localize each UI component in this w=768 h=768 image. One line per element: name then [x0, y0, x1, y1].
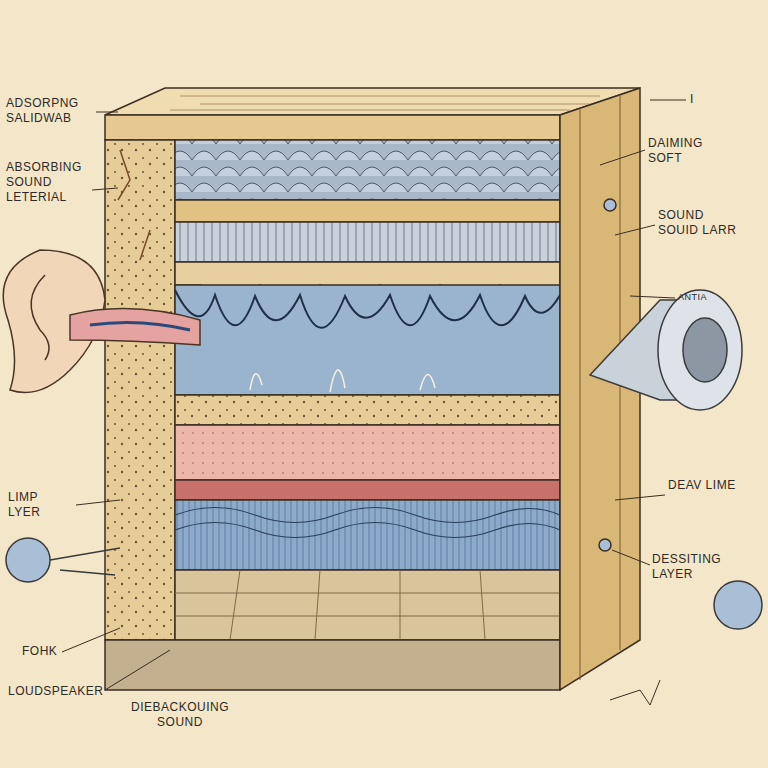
part-label: ANTIA [678, 292, 738, 303]
part-label: SOUND SOUID LARR [658, 208, 738, 238]
part-label: DEAV LIME [668, 478, 738, 493]
part-label: LOUDSPEAKER [8, 684, 118, 699]
part-label: LIMP LYER [8, 490, 74, 520]
ear-figure [3, 250, 200, 393]
part-label: ABSORBING SOUND LETERIAL [6, 160, 92, 205]
part-label: ADSORPNG SALIDWAB [6, 96, 98, 126]
part-label: DIEBACKOUING SOUND [110, 700, 250, 730]
spheres [6, 538, 762, 629]
leader-lines [62, 100, 686, 705]
wall-block [105, 88, 640, 690]
part-label: DAIMING SOFT [648, 136, 738, 166]
part-label: DESSITING LAYER [652, 552, 752, 582]
loudspeaker-horn [590, 290, 742, 410]
part-label: FOHK [22, 644, 82, 659]
part-label: I [690, 92, 710, 107]
